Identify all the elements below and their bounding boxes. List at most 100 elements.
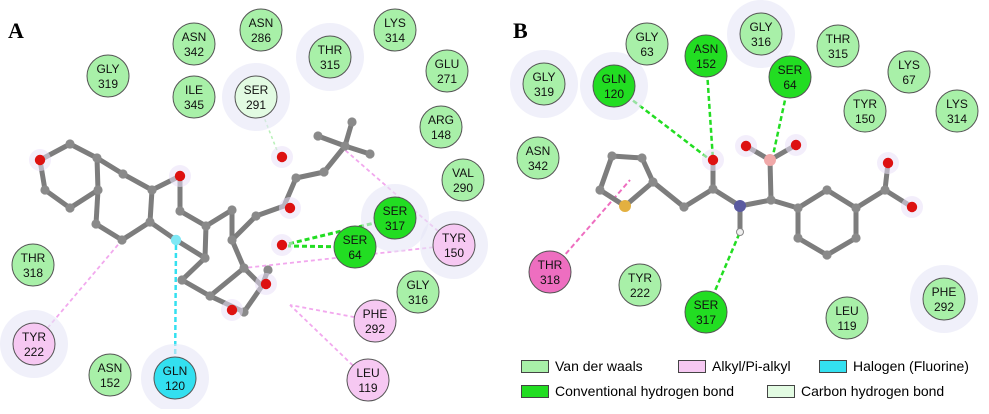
residue-name: SER	[244, 83, 269, 97]
oxygen-atom	[906, 201, 918, 213]
hbond-line	[770, 76, 792, 161]
residue-name: TYR	[22, 330, 46, 344]
residue-name: ASN	[182, 30, 207, 44]
sulfur-atom	[619, 200, 631, 212]
bond	[147, 187, 155, 225]
legend-swatch-conventional-hbond	[521, 384, 549, 398]
residue-name: SER	[694, 298, 719, 312]
residue-number: 292	[934, 300, 954, 314]
fluorine-atom	[170, 234, 182, 246]
carbon-atom	[851, 233, 861, 243]
residue-disc	[396, 270, 440, 314]
residue-disc	[373, 8, 417, 52]
hbond-line	[704, 231, 742, 313]
bond	[597, 153, 615, 193]
residue-disc	[935, 89, 979, 133]
residue-number: 345	[184, 98, 204, 112]
residue-name: LYS	[946, 97, 968, 111]
carbon-atom	[793, 203, 803, 213]
residue-name: LEU	[835, 304, 858, 318]
panel-label-a: A	[8, 18, 24, 43]
residue-number: 316	[408, 293, 428, 307]
residue-number: 318	[540, 273, 560, 287]
carbon-atom	[227, 205, 237, 215]
bond	[93, 187, 101, 227]
residue-disc	[843, 89, 887, 133]
bond	[94, 155, 101, 193]
nitrogen-atom	[734, 200, 746, 212]
residue-number: 291	[246, 98, 266, 112]
legend-item-conventional-hbond: Conventional hydrogen bond	[521, 383, 734, 399]
boron-atom	[764, 154, 776, 166]
residue-number: 316	[751, 35, 771, 49]
carbon-atom	[766, 195, 776, 205]
residue-disc	[592, 64, 636, 108]
carbon-atom	[65, 203, 75, 213]
residue-number: 319	[98, 77, 118, 91]
carbon-atom	[347, 117, 357, 127]
carbon-atom	[291, 173, 301, 183]
carbon-atom	[851, 203, 861, 213]
carbon-atom	[340, 141, 350, 151]
hydrogen-atom	[736, 228, 744, 236]
legend-label: Alkyl/Pi-alkyl	[712, 358, 791, 374]
panel-label-b: B	[513, 18, 528, 43]
legend-swatch-van-der-waals	[521, 359, 549, 373]
bond	[120, 171, 155, 193]
bond	[622, 179, 656, 209]
carbon-atom	[177, 275, 187, 285]
legend-label: Carbon hydrogen bond	[801, 383, 945, 399]
legend-item-halogen: Halogen (Fluorine)	[819, 358, 969, 374]
carbon-atom	[648, 177, 658, 187]
carbon-atom	[793, 233, 803, 243]
bond	[824, 187, 859, 211]
carbon-atom	[313, 131, 323, 141]
residue-disc	[234, 75, 278, 119]
bond	[824, 235, 859, 258]
residue-number: 152	[696, 57, 716, 71]
carbon-atom	[319, 167, 329, 177]
residue-name: ASN	[249, 16, 274, 30]
bond	[203, 207, 235, 229]
bond	[179, 255, 208, 283]
carbon-atom	[227, 235, 237, 245]
residue-name: THR	[21, 251, 46, 265]
residue-name: SER	[383, 204, 408, 218]
bond	[119, 219, 153, 243]
residue-name: THR	[538, 258, 563, 272]
carbon-atom	[40, 185, 50, 195]
residue-number: 315	[828, 47, 848, 61]
legend-item-carbon-hbond: Carbon hydrogen bond	[767, 383, 944, 399]
residue-number: 315	[320, 58, 340, 72]
oxygen-atom	[740, 140, 752, 152]
residue-name: ASN	[98, 361, 123, 375]
legend-label: Van der waals	[555, 358, 643, 374]
residue-disc	[86, 54, 130, 98]
bond	[42, 187, 73, 211]
residue-disc	[308, 35, 352, 79]
residue-number: 120	[165, 379, 185, 393]
residue-number: 119	[358, 381, 377, 395]
residue-name: ASN	[694, 42, 719, 56]
residue-disc	[172, 75, 216, 119]
residue-name: SER	[778, 63, 803, 77]
residue-disc	[432, 223, 476, 267]
residue-disc	[419, 105, 463, 149]
residue-number: 148	[431, 128, 451, 142]
carbon-atom	[92, 153, 102, 163]
residue-name: ASN	[526, 144, 551, 158]
